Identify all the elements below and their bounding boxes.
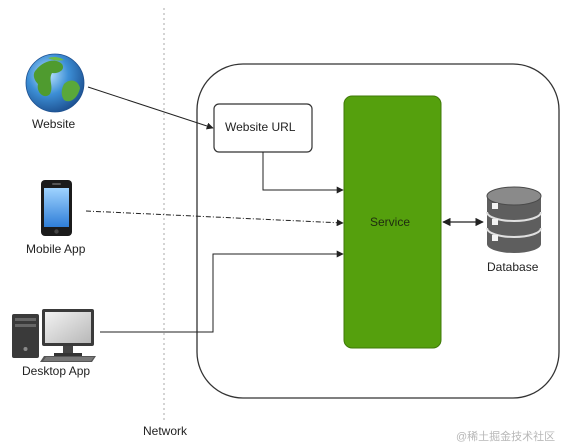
- desktop-computer-icon: [12, 309, 96, 362]
- mobile-to-service-connector: [85, 210, 344, 227]
- website-to-url-connector: [87, 86, 214, 130]
- service-box: [343, 95, 442, 349]
- smartphone-icon: [41, 180, 72, 236]
- database-label: Database: [487, 260, 539, 274]
- system-boundary: [196, 63, 560, 399]
- desktop-app-label: Desktop App: [22, 364, 91, 378]
- globe-icon: [25, 53, 85, 113]
- network-label: Network: [143, 424, 188, 438]
- website-label: Website: [32, 117, 76, 131]
- watermark-text: @稀土掘金技术社区: [456, 431, 556, 443]
- url-to-service-connector: [262, 152, 344, 194]
- website-url-label: Website URL: [225, 120, 296, 134]
- service-label: Service: [370, 215, 411, 229]
- database-cylinder-icon: [486, 186, 542, 253]
- desktop-to-service-connector: [100, 250, 344, 333]
- mobile-app-label: Mobile App: [26, 242, 86, 256]
